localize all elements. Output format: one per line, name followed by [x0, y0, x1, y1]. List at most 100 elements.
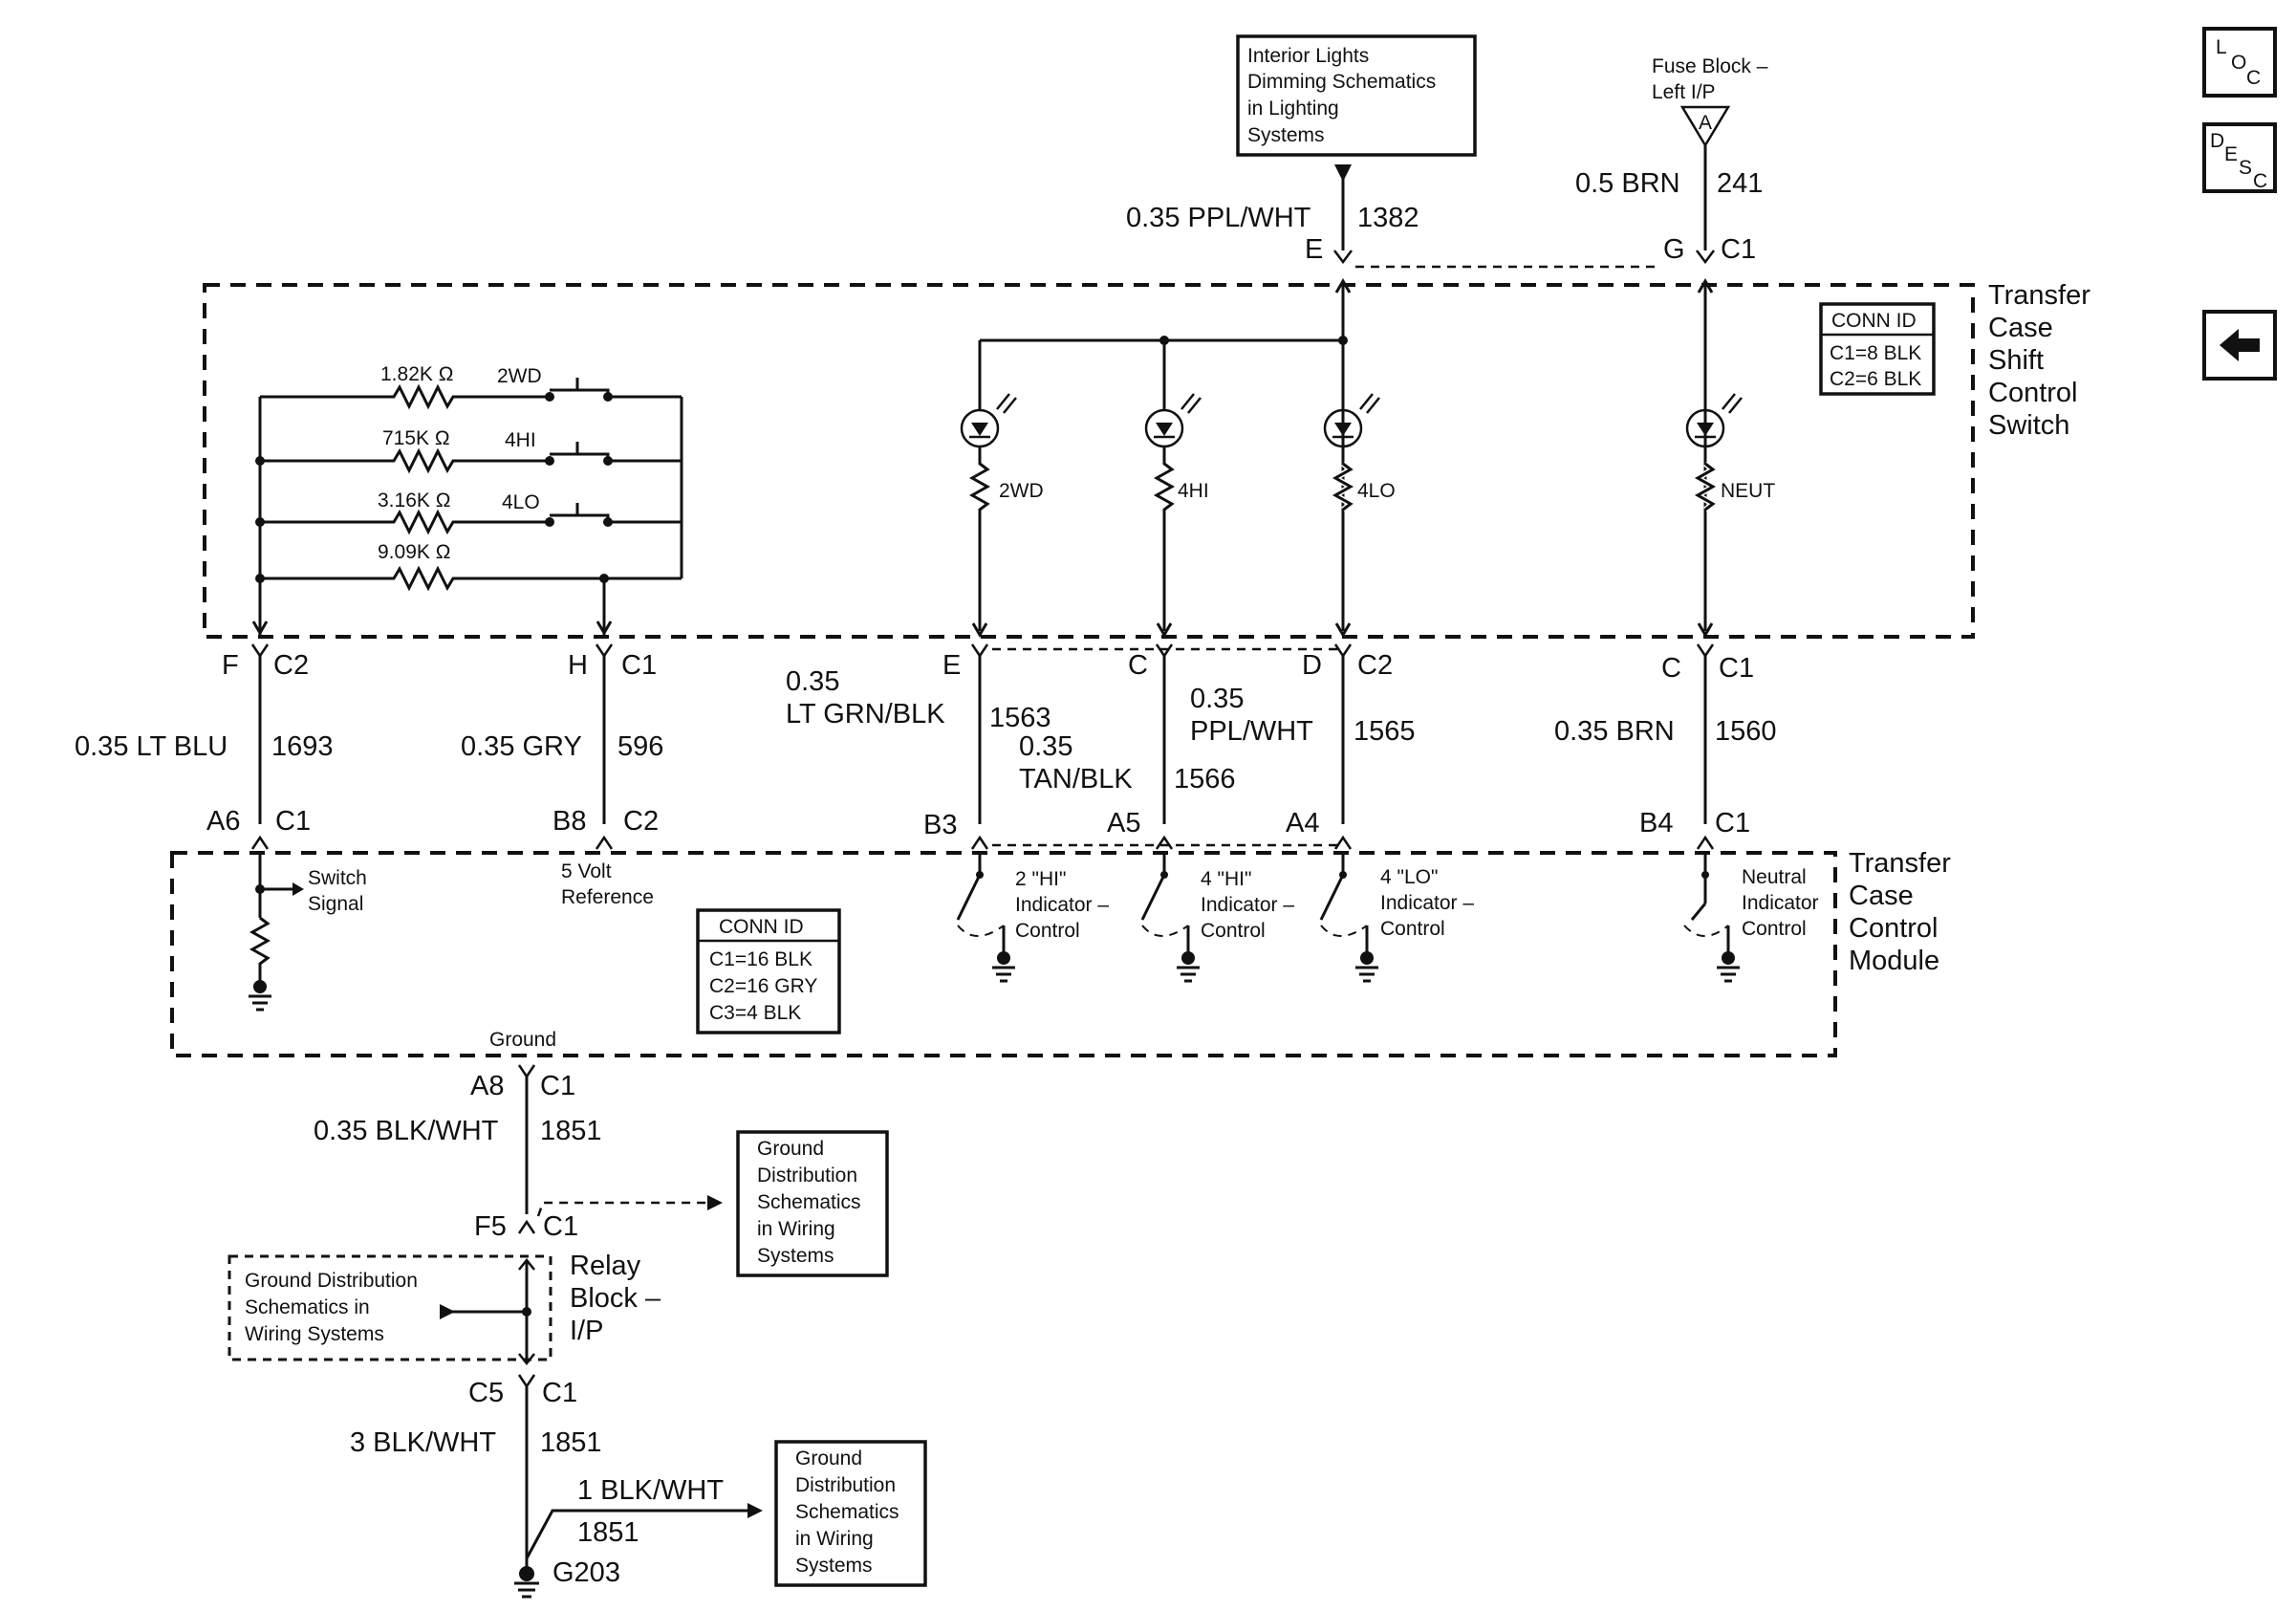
svg-text:Case: Case: [1988, 313, 2053, 343]
ground-ref3-arrow-icon: [747, 1503, 763, 1518]
resistor-909k: 9.09K Ω: [255, 541, 682, 592]
svg-text:Fuse Block –: Fuse Block –: [1652, 55, 1768, 77]
svg-text:2 "HI": 2 "HI": [1015, 868, 1066, 890]
svg-text:Neutral: Neutral: [1742, 866, 1807, 888]
indicator-2hi-switch: 2 "HI" Indicator – Control: [956, 853, 1109, 983]
ground-ref-box-2[interactable]: Ground Distribution Schematics in Wiring…: [245, 1270, 418, 1345]
svg-text:0.35 LT BLU: 0.35 LT BLU: [75, 731, 227, 762]
svg-text:C: C: [2246, 67, 2261, 89]
svg-text:Schematics: Schematics: [795, 1501, 899, 1523]
svg-text:A8: A8: [470, 1071, 504, 1101]
svg-text:Module: Module: [1849, 946, 1939, 976]
ground-ref-box-1[interactable]: Ground Distribution Schematics in Wiring…: [736, 1130, 889, 1277]
svg-text:Indicator –: Indicator –: [1015, 894, 1109, 916]
svg-text:in Wiring: in Wiring: [795, 1528, 874, 1550]
svg-text:in Wiring: in Wiring: [757, 1218, 835, 1240]
svg-text:C3=4 BLK: C3=4 BLK: [709, 1002, 801, 1024]
back-button[interactable]: [2202, 310, 2277, 381]
svg-text:C1: C1: [275, 806, 311, 837]
svg-text:E: E: [2224, 143, 2238, 165]
svg-text:I/P: I/P: [570, 1316, 603, 1346]
svg-text:0.35: 0.35: [786, 666, 839, 697]
svg-text:C2: C2: [1357, 650, 1393, 681]
svg-text:Reference: Reference: [561, 886, 654, 908]
svg-text:2WD: 2WD: [999, 480, 1044, 502]
svg-text:B3: B3: [923, 810, 957, 840]
svg-text:Indicator –: Indicator –: [1201, 894, 1294, 916]
svg-text:1563: 1563: [989, 703, 1051, 733]
svg-text:B4: B4: [1639, 808, 1673, 838]
wire-596: H C1 0.35 GRY 596 B8 C2: [461, 643, 663, 850]
svg-text:4HI: 4HI: [1178, 480, 1209, 502]
resistor-4hi: 715K Ω 4HI: [255, 427, 682, 474]
svg-text:C1=16 BLK: C1=16 BLK: [709, 948, 812, 970]
svg-text:Signal: Signal: [308, 893, 363, 915]
switch-signal-circuit: Switch Signal: [249, 853, 367, 1012]
svg-text:G203: G203: [552, 1557, 620, 1588]
svg-text:O: O: [2231, 52, 2246, 74]
svg-text:C2=6 BLK: C2=6 BLK: [1830, 368, 1921, 390]
svg-text:0.35 GRY: 0.35 GRY: [461, 731, 582, 762]
svg-text:F: F: [222, 650, 239, 681]
svg-text:D: D: [2210, 130, 2224, 152]
svg-text:Control: Control: [1988, 378, 2078, 408]
svg-text:1851: 1851: [577, 1517, 639, 1548]
svg-text:in Lighting: in Lighting: [1247, 98, 1339, 120]
svg-text:Switch: Switch: [1988, 410, 2069, 441]
module-ground-label: Ground: [489, 1029, 556, 1051]
svg-text:D: D: [1302, 650, 1322, 681]
wire-1563: E 0.35 LT GRN/BLK 1563 B3: [786, 643, 1051, 850]
svg-text:L: L: [2216, 36, 2227, 58]
ground-ref-box-3[interactable]: Ground Distribution Schematics in Wiring…: [774, 1440, 927, 1587]
svg-text:C1: C1: [542, 1378, 577, 1408]
wire-1560: C C1 0.35 BRN 1560 B4 C1: [1554, 643, 1777, 850]
svg-text:1566: 1566: [1174, 764, 1236, 795]
svg-text:4 "HI": 4 "HI": [1201, 868, 1251, 890]
svg-text:Distribution: Distribution: [795, 1474, 896, 1496]
dimming-reference-box[interactable]: Interior Lights Dimming Schematics in Li…: [1236, 34, 1477, 157]
control-module-boundary: [170, 851, 1837, 1057]
switch-conn-id-box: CONN ID C1=8 BLK C2=6 BLK: [1819, 302, 1936, 396]
svg-text:LT GRN/BLK: LT GRN/BLK: [786, 699, 945, 729]
svg-text:A6: A6: [206, 806, 240, 837]
wire-1565: D C2 0.35 PPL/WHT 1565 A4: [1190, 643, 1416, 850]
ground-g203: G203: [514, 1557, 620, 1599]
svg-text:Dimming Schematics: Dimming Schematics: [1247, 71, 1436, 93]
svg-text:C1: C1: [621, 650, 657, 681]
lamp-4lo: 4LO: [1323, 393, 1396, 638]
fuse-triangle-icon: [1679, 105, 1731, 148]
svg-text:Control: Control: [1201, 920, 1266, 942]
desc-button[interactable]: D E S C: [2202, 122, 2277, 193]
dim-circuit-label: 1382: [1357, 203, 1419, 233]
loc-button[interactable]: L O C: [2202, 27, 2277, 98]
svg-text:C1: C1: [543, 1211, 578, 1242]
svg-text:Left I/P: Left I/P: [1652, 81, 1716, 103]
svg-text:Interior Lights: Interior Lights: [1247, 45, 1369, 67]
svg-text:Case: Case: [1849, 881, 1914, 911]
ground-wire-1851: A8 C1 0.35 BLK/WHT 1851 F5 C1: [314, 1064, 602, 1242]
svg-text:5 Volt: 5 Volt: [561, 860, 612, 882]
svg-text:S: S: [2239, 157, 2252, 179]
module-conn-id-box: CONN ID C1=16 BLK C2=16 GRY C3=4 BLK: [696, 908, 841, 1034]
lamp-2wd: 2WD: [960, 340, 1044, 638]
relay-block-boundary: [227, 1254, 552, 1361]
svg-text:C1: C1: [1715, 808, 1750, 838]
svg-text:0.35 BRN: 0.35 BRN: [1554, 716, 1675, 747]
svg-text:C2=16 GRY: C2=16 GRY: [709, 975, 817, 997]
svg-text:1.82K Ω: 1.82K Ω: [380, 363, 453, 385]
svg-text:1560: 1560: [1715, 716, 1777, 747]
svg-text:TAN/BLK: TAN/BLK: [1019, 764, 1133, 795]
svg-text:Ground: Ground: [795, 1448, 862, 1469]
svg-text:Transfer: Transfer: [1849, 848, 1951, 879]
svg-text:3 BLK/WHT: 3 BLK/WHT: [350, 1427, 496, 1458]
svg-text:Control: Control: [1849, 913, 1939, 944]
ground-wire-1851-heavy: C5 C1 3 BLK/WHT 1851: [350, 1374, 602, 1574]
dim-wire-label: 0.35 PPL/WHT: [1126, 203, 1311, 233]
svg-text:C5: C5: [468, 1378, 504, 1408]
svg-text:E: E: [942, 650, 961, 681]
dim-pin-label: E: [1305, 234, 1323, 265]
svg-text:Systems: Systems: [757, 1245, 834, 1267]
svg-text:H: H: [568, 650, 588, 681]
resistor-4lo: 3.16K Ω 4LO: [255, 490, 682, 535]
